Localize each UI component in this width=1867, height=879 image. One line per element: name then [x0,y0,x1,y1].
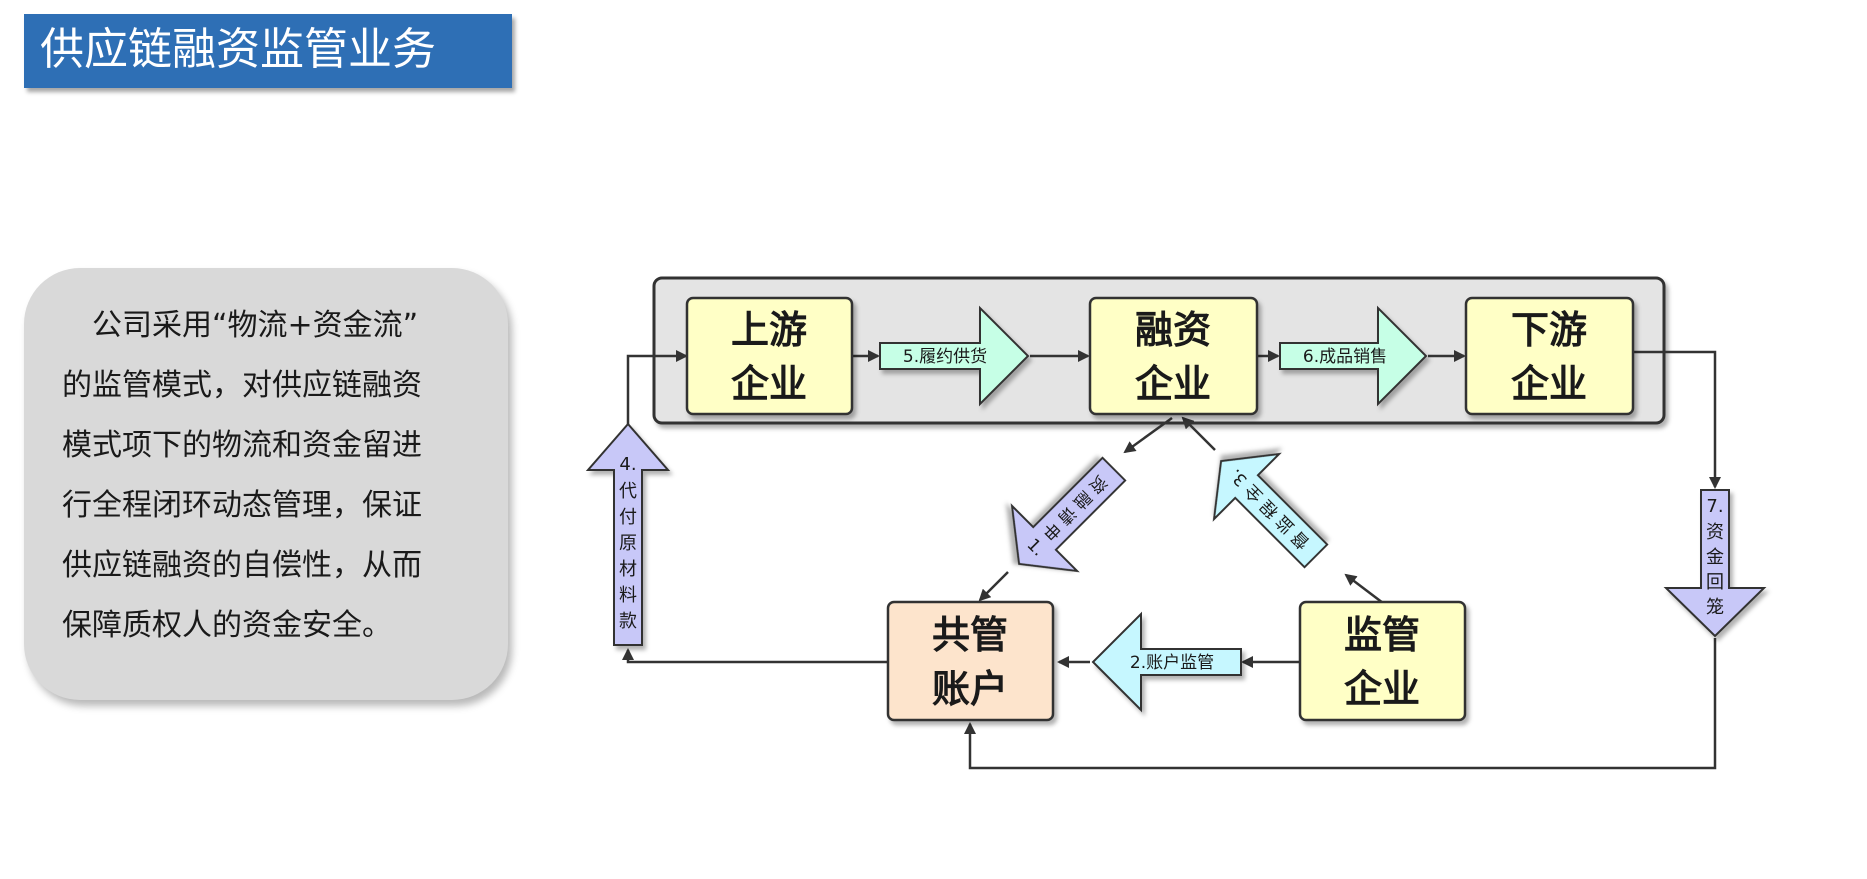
step4-char: 款 [619,611,637,632]
description-line: 公司采用“物流+资金流” [62,308,419,343]
upstream-line2: 企业 [731,362,807,406]
step7-char: 回 [1706,572,1724,593]
title-bar: 供应链融资监管业务 [24,14,512,88]
upstream-line1: 上游 [731,308,807,352]
connector-supervisor-to-s3 [1344,573,1384,604]
step7-arrow: 7. 资 金 回 笼 [1663,489,1767,638]
step4-char: 材 [619,559,637,580]
connector-downstream-to-s7 [1633,350,1721,489]
connector-s7-to-account [964,638,1717,770]
description-line: 保障质权人的资金安全。 [62,608,392,643]
co-managed-account-box [886,600,1055,722]
step2-label: 2.账户监管 [1130,653,1214,673]
step5-arrow: 5.履约供货 [879,305,1030,407]
step5-label: 5.履约供货 [903,347,987,367]
co-account-line2: 账户 [932,667,1008,711]
financing-company-box [1088,296,1259,416]
connector-financing-to-s1 [1123,416,1173,454]
description-line: 供应链融资的自偿性，从而 [62,548,422,583]
supervisor-company-box [1298,600,1467,722]
page-title: 供应链融资监管业务 [40,24,436,75]
step7-number: 7. [1706,496,1723,517]
connector-account-to-s4 [622,648,888,664]
step7-char: 笼 [1706,597,1724,618]
financing-line1: 融资 [1135,308,1211,352]
step4-char: 料 [619,585,637,606]
co-account-line1: 共管 [932,613,1008,657]
step7-char: 金 [1706,547,1724,568]
step4-char: 代 [619,481,637,502]
downstream-line1: 下游 [1511,308,1587,352]
supervisor-line2: 企业 [1344,667,1420,711]
step2-arrow: 2.账户监管 [1091,611,1242,713]
step4-char: 付 [619,507,637,528]
step6-label: 6.成品销售 [1303,347,1387,367]
connector-s4-to-upstream [626,350,688,430]
financing-line2: 企业 [1135,362,1211,406]
step4-char: 原 [619,533,637,554]
description-line: 模式项下的物流和资金留进 [62,428,422,463]
description-line: 行全程闭环动态管理，保证 [62,488,422,523]
description-box: 公司采用“物流+资金流” 的监管模式，对供应链融资 模式项下的物流和资金留进 行… [24,268,508,700]
downstream-line2: 企业 [1511,362,1587,406]
step3-arrow: 3. 全 程 监 督 [1212,452,1329,569]
step6-arrow: 6.成品销售 [1279,305,1428,407]
step4-arrow: 4. 代 付 原 材 料 款 [585,422,671,646]
supervisor-line1: 监管 [1344,613,1420,657]
connector-s3-to-financing [1181,416,1216,451]
description-line: 的监管模式，对供应链融资 [62,368,422,403]
step1-arrow: 1. 申 请 融 资 [1010,456,1127,573]
downstream-company-box [1464,296,1635,416]
step4-number: 4. [619,454,636,475]
step7-char: 资 [1706,522,1724,543]
upstream-company-box [685,296,854,416]
connector-s1-to-account [978,571,1009,602]
